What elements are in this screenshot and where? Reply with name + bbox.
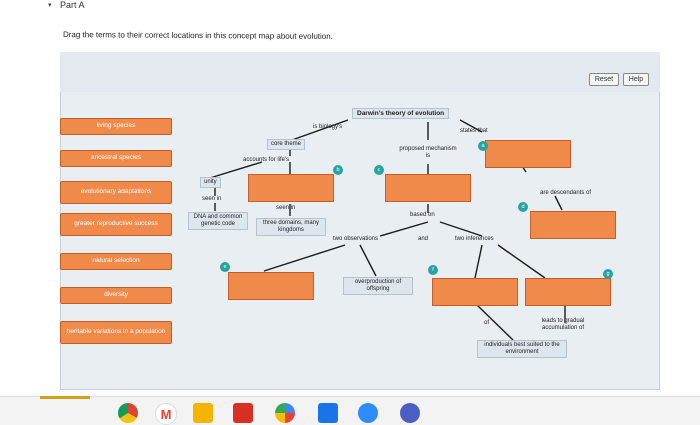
settings-icon[interactable] (400, 403, 420, 423)
link-accounts-for: accounts for life's (243, 157, 290, 163)
map-title: Darwin's theory of evolution (352, 108, 450, 119)
os-taskbar (0, 396, 700, 425)
link-of: of (484, 320, 490, 326)
panel-toolbar (60, 52, 660, 92)
concept-core-theme: core theme (267, 139, 306, 150)
app-icon[interactable] (233, 403, 253, 423)
files-icon[interactable] (318, 403, 338, 423)
link-states-that: states that (460, 128, 488, 134)
link-seen-in-1: seen in (202, 196, 222, 202)
part-label: Part A (60, 0, 85, 10)
taskbar-accent (40, 396, 90, 399)
concept-overproduction: overproduction of offspring (343, 277, 413, 295)
marker-g: g (603, 269, 613, 279)
term-natural-selection[interactable]: natural selection (60, 253, 172, 270)
zoom-icon[interactable] (358, 403, 378, 423)
link-and: and (418, 236, 429, 242)
term-living-species[interactable]: living species (60, 118, 172, 135)
marker-a: a (478, 141, 488, 151)
concept-individuals-best-suited: individuals best suited to the environme… (477, 340, 567, 358)
concept-dna-genetic-code: DNA and common genetic code (188, 212, 248, 230)
term-greater-reproductive-success[interactable]: greater reproductive success (60, 213, 172, 236)
link-based-on: based on (410, 212, 435, 218)
concept-unity: unity (200, 177, 221, 188)
drop-target-c[interactable] (385, 174, 471, 202)
drop-target-g[interactable] (525, 278, 611, 306)
reset-button[interactable]: Reset (589, 73, 619, 86)
help-button[interactable]: Help (623, 73, 649, 86)
link-two-inferences: two inferences (455, 236, 494, 242)
gmail-icon[interactable]: M (155, 403, 177, 425)
photos-icon[interactable] (275, 403, 295, 423)
link-is-biologys: is biology's (313, 124, 343, 130)
link-seen-in-2: seen in (276, 205, 296, 211)
link-two-observations: two observations (333, 236, 379, 242)
drop-target-d[interactable] (530, 211, 616, 239)
link-proposed-mechanism: proposed mechanism is (399, 146, 457, 159)
term-heritable-variations[interactable]: heritable variations in a population (60, 321, 172, 344)
term-evolutionary-adaptations[interactable]: evolutionary adaptations (60, 181, 172, 204)
slides-icon[interactable] (193, 403, 213, 423)
drop-target-b[interactable] (248, 174, 334, 202)
drop-target-a[interactable] (485, 140, 571, 168)
marker-c: c (374, 165, 384, 175)
drop-target-f[interactable] (432, 278, 518, 306)
chrome-icon[interactable] (118, 403, 138, 423)
drop-target-e[interactable] (228, 272, 314, 300)
link-are-descendants: are descendants of (540, 190, 592, 196)
term-ancestral-species[interactable]: ancestral species (60, 150, 172, 167)
link-leads-to-gradual: leads to gradual accumulation of (541, 318, 585, 331)
marker-d: d (518, 202, 528, 212)
marker-f: f (428, 265, 438, 275)
collapse-caret-icon[interactable]: ▾ (48, 2, 52, 9)
concept-three-domains: three domains, many kingdoms (256, 218, 326, 236)
marker-b: b (333, 165, 343, 175)
term-diversity[interactable]: diversity (60, 287, 172, 304)
marker-e: e (220, 262, 230, 272)
